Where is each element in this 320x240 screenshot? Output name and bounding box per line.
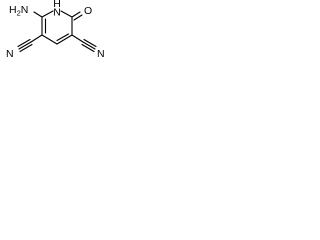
left-nitrile-nitrogen: N: [6, 48, 14, 60]
triple-bond-right-b: [83, 38, 97, 48]
bond-c2-o: [71, 11, 81, 18]
triple-bond-left-b: [17, 38, 31, 48]
bond-c5-cn-left: [30, 34, 43, 43]
amino-n: N: [21, 4, 29, 16]
triple-bond-left-a: [18, 41, 32, 50]
amino-h: H: [9, 4, 17, 16]
chemical-structure-diagram: H2N H N O N N: [6, 0, 105, 60]
right-nitrile-nitrogen: N: [97, 48, 105, 60]
amino-subscript: 2: [17, 9, 21, 18]
triple-bond-right-a: [82, 41, 96, 50]
triple-bond-left-c: [19, 43, 33, 53]
triple-bond-right-c: [81, 43, 95, 53]
bond-c2-o-second: [73, 14, 83, 21]
bond-c3-c4: [56, 34, 73, 45]
bond-c4-c5: [41, 34, 58, 45]
ring-nh-hydrogen: H: [53, 0, 61, 10]
ring-nitrogen: N: [53, 7, 61, 19]
bond-c4-c4-inner: [56, 33, 70, 42]
bond-n1-c2: [60, 10, 73, 18]
bond-c3-cn-right: [71, 34, 84, 43]
bond-c6-amino: [33, 11, 43, 18]
carbonyl-oxygen: O: [84, 5, 92, 17]
bond-c6-n1: [41, 10, 54, 18]
amino-group-label: H2N: [9, 4, 28, 18]
